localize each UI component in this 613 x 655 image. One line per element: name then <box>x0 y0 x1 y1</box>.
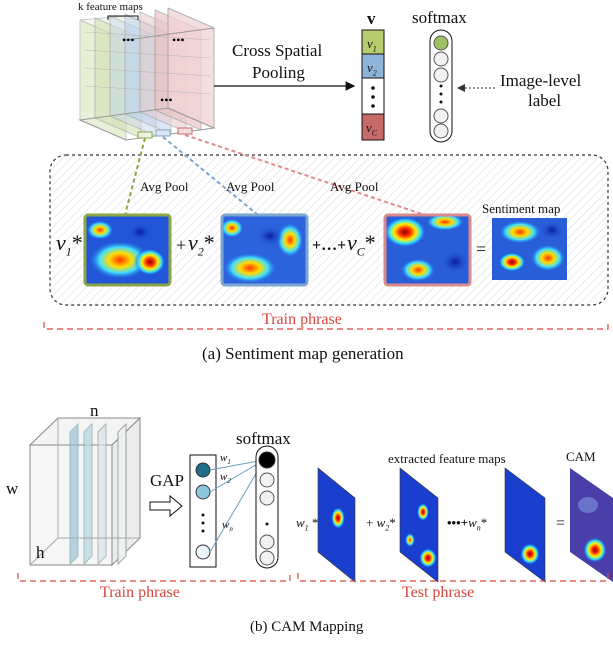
cam-map <box>570 468 613 582</box>
weight-lines <box>209 459 265 553</box>
avg-pool-label-2: Avg Pool <box>226 179 275 194</box>
tab-red <box>177 127 193 135</box>
avg-pool-label-1: Avg Pool <box>140 179 189 194</box>
extracted-map-1 <box>317 467 356 583</box>
caption-b: (b) CAM Mapping <box>250 619 364 635</box>
eq-b-wn: •••+wn* <box>447 515 488 533</box>
cnn-feature-stack <box>28 416 142 567</box>
w-label: w <box>6 479 19 498</box>
vector-cell-1: v1 <box>367 36 377 54</box>
eq-b-w1: w1 * <box>296 515 319 533</box>
gap-arrow <box>149 494 183 518</box>
vector-cell-c: vC <box>366 120 378 138</box>
heatmap-2 <box>220 213 309 287</box>
feature-map-stack: ••• ••• ••• <box>78 7 216 141</box>
image-level-label-2: label <box>528 91 562 110</box>
eq-equals: = <box>476 239 487 259</box>
extracted-label: extracted feature maps <box>388 451 506 466</box>
weight-wn: wn <box>222 519 233 534</box>
eq-v1: v1* <box>56 230 83 259</box>
extracted-map-2 <box>399 467 439 583</box>
avg-pool-label-3: Avg Pool <box>330 179 379 194</box>
softmax-label-a: softmax <box>412 8 467 27</box>
eq-v2: v2* <box>188 230 215 259</box>
cam-label: CAM <box>566 449 596 464</box>
svg-text:•••: ••• <box>122 33 135 47</box>
heatmap-1 <box>83 213 172 287</box>
tab-green <box>137 131 153 139</box>
train-bracket-a <box>43 322 609 330</box>
pooling-label-1: Cross Spatial <box>232 41 323 60</box>
eq-b-equals: = <box>556 515 566 532</box>
softmax-column-b <box>255 445 279 569</box>
gap-label: GAP <box>150 471 185 490</box>
extracted-map-n <box>504 467 546 583</box>
sentiment-map-label: Sentiment map <box>482 201 561 216</box>
train-phrase-b: Train phrase <box>100 584 180 601</box>
connector-red <box>184 134 426 216</box>
connector-green <box>124 137 146 216</box>
softmax-label-b: softmax <box>236 429 291 448</box>
train-phrase-a: Train phrase <box>262 311 342 328</box>
weight-w1: w1 <box>220 452 231 467</box>
heatmap-3 <box>383 213 472 287</box>
image-level-label-1: Image-level <box>500 71 582 90</box>
gap-vector <box>189 454 217 568</box>
svg-text:•••: ••• <box>172 33 185 47</box>
weight-w2: w2 <box>220 471 231 486</box>
eq-b-w2: + w2* <box>366 515 396 533</box>
pooling-label-2: Pooling <box>252 63 305 82</box>
test-phrase-b: Test phrase <box>402 584 475 601</box>
train-bracket-b <box>17 573 291 582</box>
vector-v <box>361 29 385 141</box>
svg-text:•••: ••• <box>160 93 173 107</box>
n-label: n <box>90 401 99 420</box>
eq-dots: +…+ <box>312 237 347 254</box>
vector-cell-2: v2 <box>367 60 377 78</box>
sentiment-map-image <box>492 218 567 280</box>
eq-plus-1: + <box>176 235 187 255</box>
tab-blue <box>155 129 171 137</box>
feature-maps-label: k feature maps <box>78 1 143 13</box>
eq-vc: vC* <box>347 230 376 259</box>
softmax-column-a <box>429 29 453 143</box>
h-label: h <box>36 543 45 562</box>
test-bracket-b <box>297 573 609 582</box>
caption-a: (a) Sentiment map generation <box>202 344 404 363</box>
vector-label: v <box>367 9 376 28</box>
